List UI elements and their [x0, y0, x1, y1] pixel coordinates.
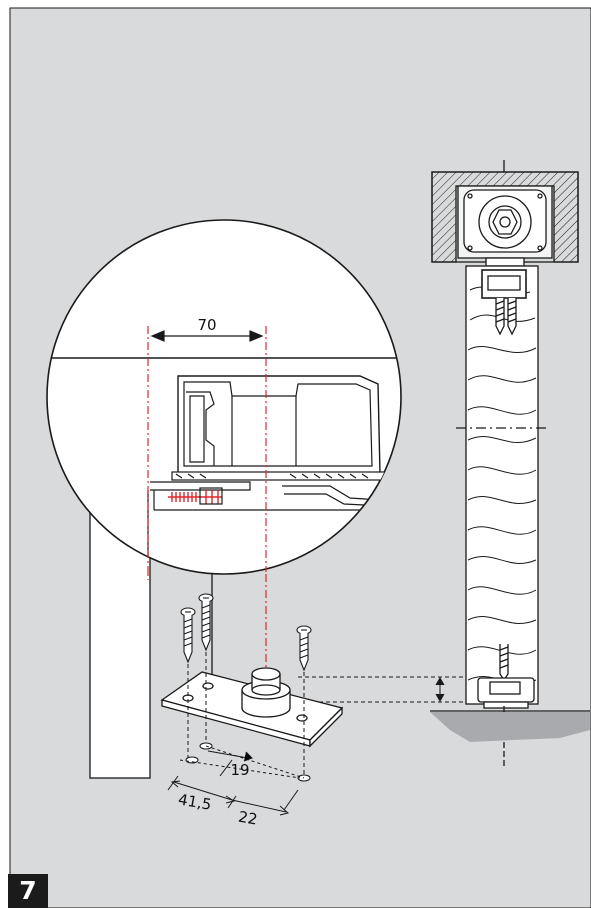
door-leaf-wood: [465, 265, 539, 705]
floor-section: [430, 710, 590, 742]
detail-magnifier: 70: [46, 219, 402, 575]
floor-plate: [160, 667, 344, 748]
hole-pattern: [179, 652, 311, 782]
top-fitting-screws-icon: [481, 269, 527, 336]
spacing-dimension: [150, 330, 264, 342]
screw-2: [180, 607, 196, 664]
guide-knob-icon: [241, 667, 291, 718]
plate-offset-label: 22: [237, 808, 259, 829]
top-rail-housing: [431, 160, 579, 263]
door-cross-section: [431, 160, 579, 766]
roller-carriage-icon: [457, 185, 553, 267]
hole-spacing-dimension: [207, 750, 253, 777]
hole-spacing-label: 19: [230, 761, 249, 779]
screw-1: [198, 593, 214, 652]
bottom-guide-icon: [477, 644, 535, 766]
screw-3: [296, 625, 312, 672]
mounting-screws-icon: [180, 593, 312, 672]
step-number-badge: 7: [8, 874, 48, 908]
plate-width-label: 41,5: [177, 790, 213, 814]
height-adjust-dimension: [298, 676, 466, 703]
plate-dimensions: [167, 775, 299, 816]
spacing-label: 70: [197, 316, 216, 334]
